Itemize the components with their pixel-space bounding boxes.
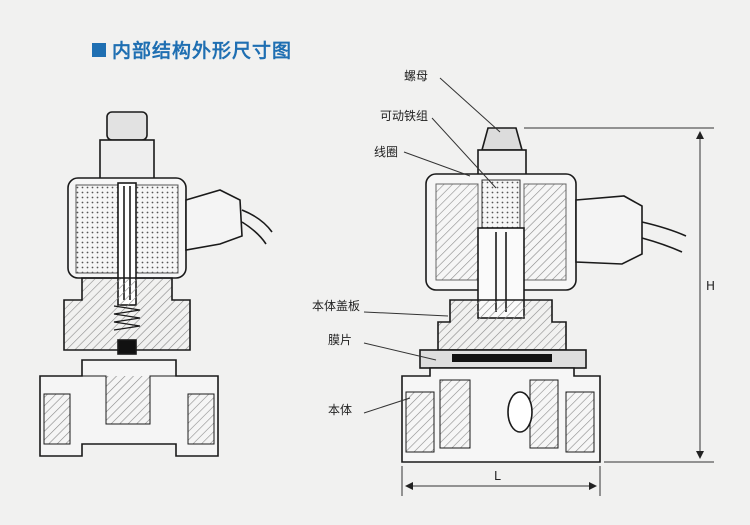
dimension-l-label: L — [494, 469, 501, 483]
top-cap — [106, 111, 148, 141]
title-bullet-icon — [92, 42, 106, 57]
label-body-cover: 本体盖板 — [312, 299, 360, 313]
height-dimension — [524, 127, 714, 463]
cable-connector — [185, 189, 243, 251]
length-dimension — [401, 466, 601, 496]
title-text: 内部结构外形尺寸图 — [112, 40, 293, 62]
movable-core — [481, 179, 521, 229]
label-coil: 线圈 — [374, 145, 398, 159]
label-diaphragm: 膜片 — [328, 333, 352, 347]
right-section-view — [401, 127, 687, 463]
cable-connector-right — [575, 195, 643, 265]
leader-lines — [363, 77, 501, 414]
diagram-title: 内部结构外形尺寸图 — [92, 36, 292, 63]
label-nut: 螺母 — [404, 69, 428, 83]
label-body: 本体 — [328, 403, 352, 417]
dimension-h-label: H — [706, 279, 715, 293]
left-section-view — [39, 111, 273, 457]
label-movable-core: 可动铁组 — [380, 109, 428, 123]
body-cover — [437, 299, 567, 351]
nut — [480, 127, 524, 151]
